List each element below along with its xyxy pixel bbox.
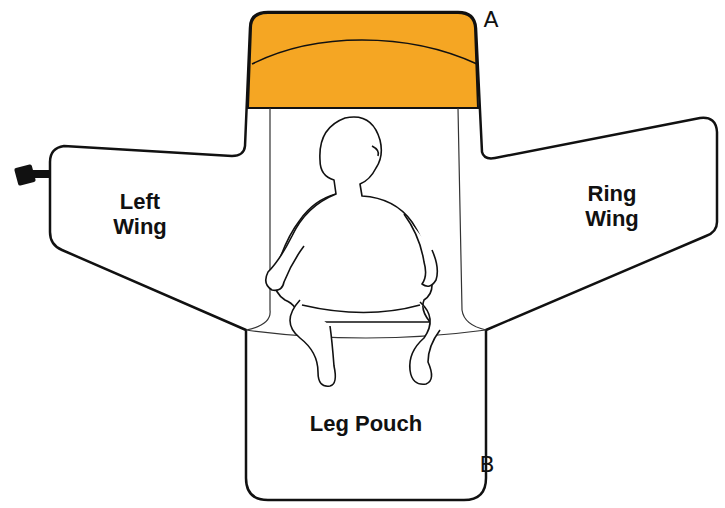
part-name: Left Wing xyxy=(95,189,185,240)
point-letter: B xyxy=(467,452,507,477)
inner-panel xyxy=(246,108,486,338)
part-name: Leg Pouch xyxy=(266,411,466,436)
baby-figure xyxy=(266,117,440,386)
head-band xyxy=(248,13,478,108)
part-name: Ring Wing xyxy=(567,181,657,232)
swaddle-outline xyxy=(50,12,717,500)
head-band-fold xyxy=(252,40,477,64)
point-letter: A xyxy=(471,7,511,32)
fastener-stem xyxy=(32,170,51,178)
